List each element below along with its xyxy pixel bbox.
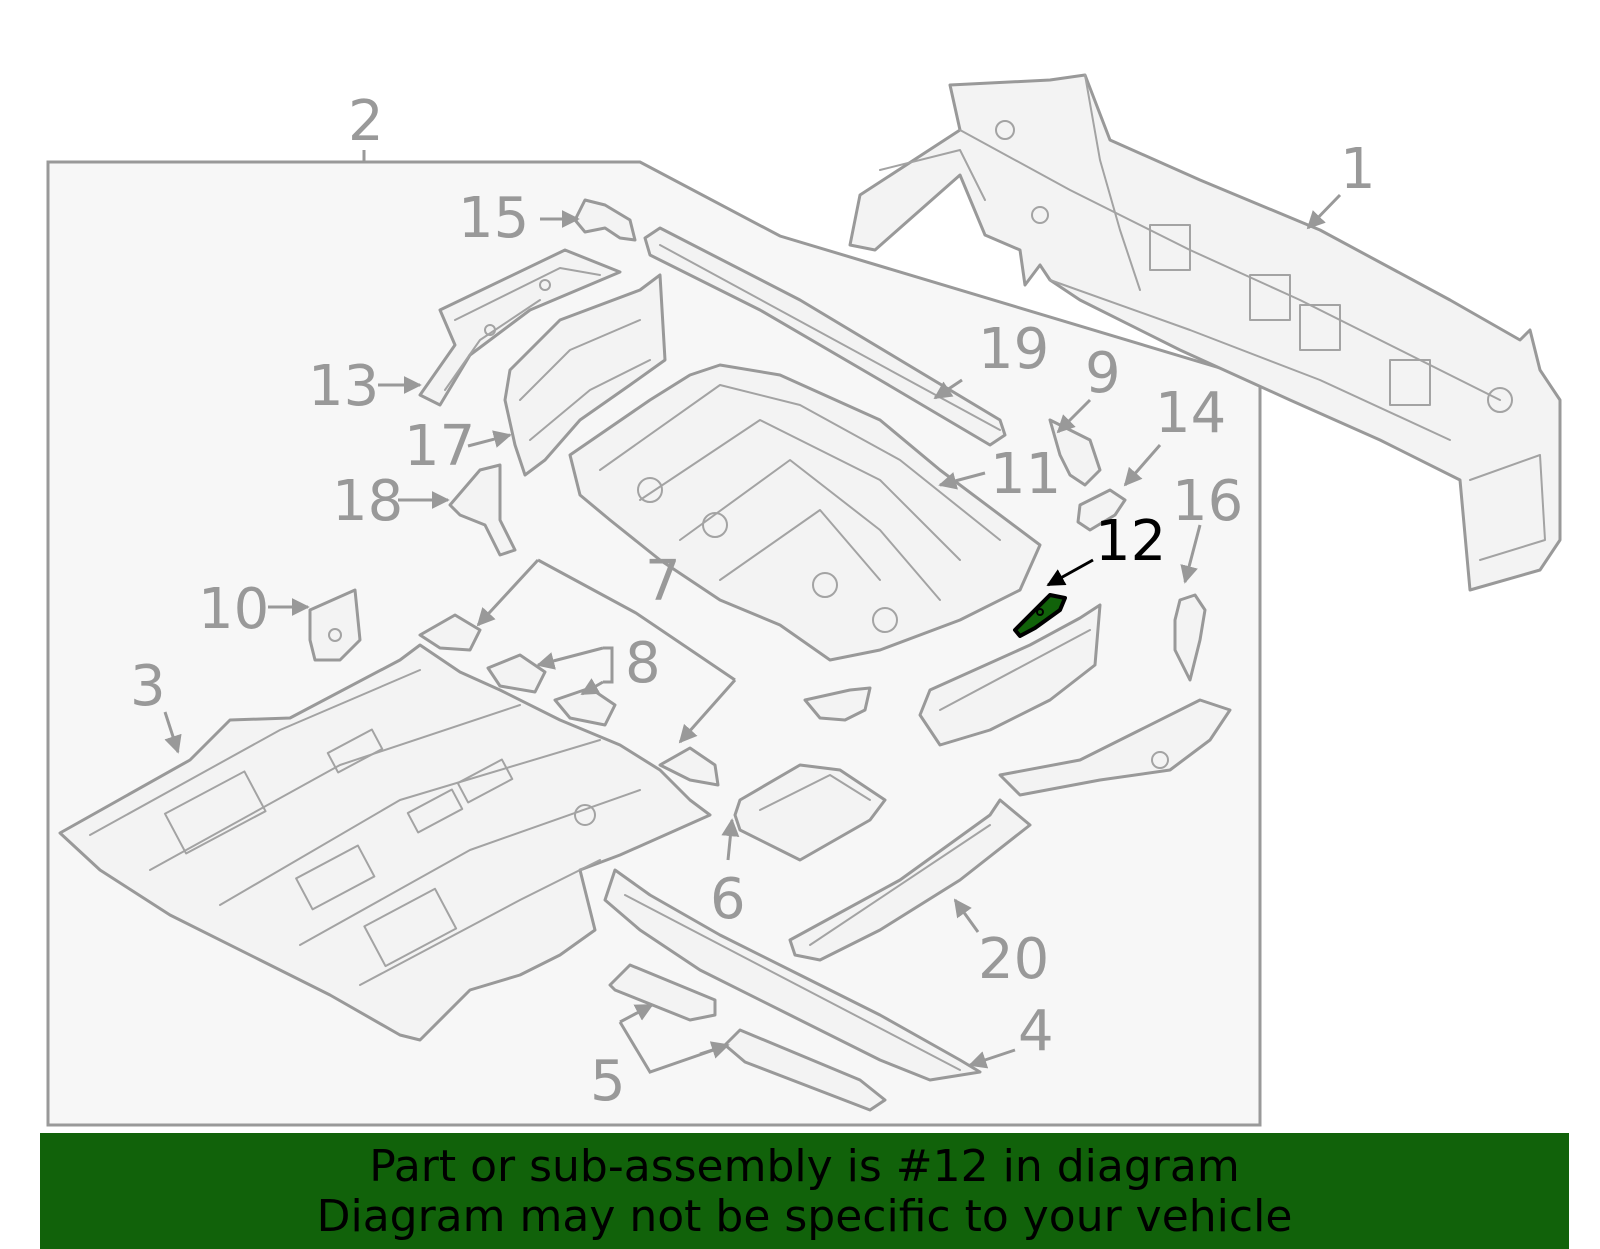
callout-6: 6 (710, 867, 746, 932)
callout-16: 16 (1172, 469, 1243, 534)
callout-1: 1 (1340, 137, 1376, 202)
part-9-bracket[interactable] (1048, 418, 1102, 487)
callout-5: 5 (590, 1049, 626, 1114)
part-12-highlighted-bracket[interactable] (1013, 593, 1067, 638)
callout-labels: 1 2 15 13 17 18 10 3 19 9 14 11 16 12 7 … (130, 89, 1376, 1114)
callout-4: 4 (1018, 999, 1054, 1064)
part-1-rear-panel[interactable] (848, 73, 1562, 592)
part-8-brackets[interactable] (418, 613, 720, 787)
leader-lines (163, 193, 1342, 1074)
part-3-front-floor[interactable] (58, 643, 712, 1042)
banner-line-1: Part or sub-assembly is #12 in diagram (369, 1141, 1240, 1192)
part-11-rear-floor-pan[interactable] (568, 363, 1042, 662)
part-10-bracket[interactable] (308, 588, 362, 662)
callout-20: 20 (978, 927, 1049, 992)
banner-line-2: Diagram may not be specific to your vehi… (316, 1191, 1293, 1242)
callout-13: 13 (308, 354, 379, 419)
callout-17: 17 (404, 414, 475, 479)
callout-10: 10 (198, 577, 269, 642)
callout-19: 19 (978, 317, 1049, 382)
part-rear-crossmember[interactable] (918, 603, 1102, 747)
part-17-wheelhouse[interactable] (503, 273, 667, 477)
part-13-side-rail[interactable] (418, 248, 622, 407)
callout-12: 12 (1095, 509, 1166, 574)
callout-11: 11 (990, 442, 1061, 507)
part-16-brace[interactable] (1173, 593, 1207, 682)
part-14-bracket[interactable] (1076, 488, 1127, 532)
info-banner: Part or sub-assembly is #12 in diagram D… (40, 1133, 1569, 1249)
part-unlabeled-bracket[interactable] (803, 686, 872, 722)
part-20-rail[interactable] (788, 798, 1032, 962)
callout-7: 7 (645, 549, 681, 614)
callout-14: 14 (1155, 381, 1226, 446)
part-18-gusset[interactable] (448, 463, 517, 557)
part-19-cross-rail[interactable] (643, 226, 1007, 447)
callout-3: 3 (130, 654, 166, 719)
callout-9: 9 (1085, 341, 1121, 406)
part-5-brackets[interactable] (608, 963, 887, 1112)
part-15-bracket[interactable] (573, 198, 637, 242)
callout-2: 2 (348, 89, 384, 154)
callout-18: 18 (332, 469, 403, 534)
part-side-rail-right[interactable] (998, 698, 1232, 797)
callout-15: 15 (458, 186, 529, 251)
callout-8: 8 (625, 631, 661, 696)
